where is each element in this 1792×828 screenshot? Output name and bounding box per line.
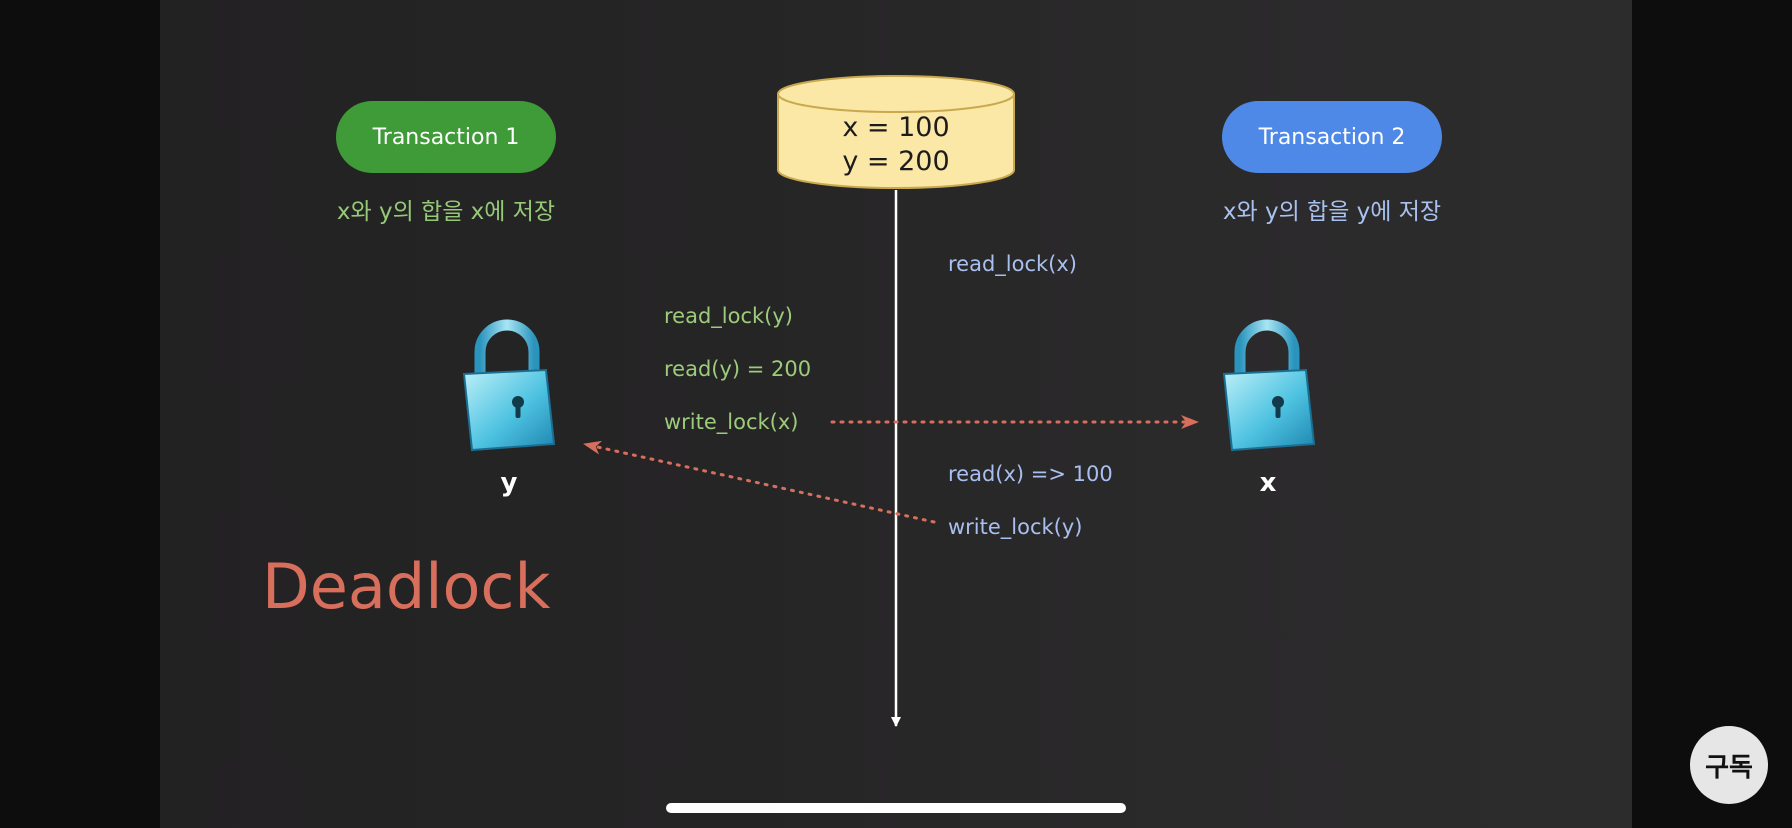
home-indicator[interactable] — [666, 803, 1126, 813]
t2-op-write-lock-y: write_lock(y) — [948, 515, 1083, 539]
padlock-icon-y — [462, 319, 556, 452]
t2-op-read-lock-x: read_lock(x) — [948, 252, 1077, 276]
database-y-value: y = 200 — [842, 146, 950, 177]
lock-label-x: x — [1259, 468, 1277, 498]
transaction-1-pill: Transaction 1 — [336, 101, 556, 173]
lock-label-y: y — [500, 468, 518, 498]
subscribe-button[interactable]: 구독 — [1690, 726, 1768, 804]
deadlock-label: Deadlock — [262, 550, 551, 623]
padlock-icon-x — [1222, 319, 1316, 452]
transaction-2-goal: x와 y의 합을 y에 저장 — [1222, 199, 1442, 225]
t1-op-read-y: read(y) = 200 — [664, 357, 812, 381]
t2-op-read-x: read(x) => 100 — [948, 462, 1113, 486]
t1-op-write-lock-x: write_lock(x) — [664, 410, 799, 434]
t1-op-read-lock-y: read_lock(y) — [664, 304, 793, 328]
database-x-value: x = 100 — [842, 112, 950, 143]
transaction-2-pill: Transaction 2 — [1222, 101, 1442, 173]
t2-wait-arrow — [582, 440, 936, 524]
database-cylinder — [777, 75, 1015, 189]
transaction-1-goal: x와 y의 합을 x에 저장 — [336, 199, 556, 225]
